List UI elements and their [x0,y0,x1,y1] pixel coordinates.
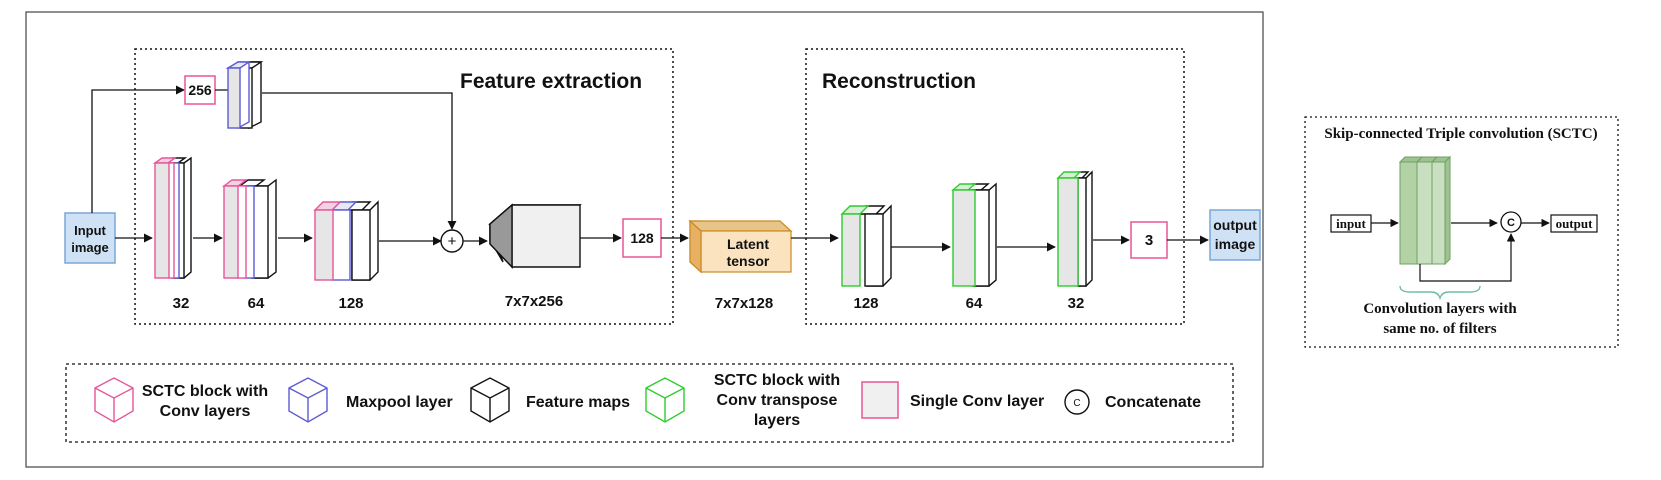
sctc-input-label: input [1336,216,1366,231]
sctc-panel-title: Skip-connected Triple convolution (SCTC) [1324,126,1597,142]
decoder-filter-128: 128 [853,295,878,312]
sctc-output-label: output [1556,216,1594,231]
legend-maxpool-icon [288,377,328,423]
single-conv-256 [184,75,216,105]
legend-concatenate-icon: C [1064,389,1090,415]
feature-block-7x7x256 [488,203,582,269]
input-image-box: Input image [64,212,116,264]
encoder-block-32 [152,156,192,279]
legend-sctc-transpose-icon [645,377,685,423]
decoder-block-128 [840,204,892,287]
input-label-line1: Input [74,223,106,238]
encoder-block-64 [221,178,277,279]
legend-concat-symbol: C [1073,398,1080,409]
latent-dim: 7x7x128 [715,295,773,312]
encoder-filter-32: 32 [173,295,190,312]
single-conv-128 [622,218,662,258]
legend-sctc-conv-line1: SCTC block with [142,383,268,400]
legend-single-conv-icon [861,381,899,419]
legend-concatenate: Concatenate [1105,394,1201,411]
sum-node: + [440,229,464,253]
decoder-block-32 [1056,170,1093,287]
encoder-filter-128: 128 [338,295,363,312]
decoder-filter-64: 64 [966,295,983,312]
sctc-caption-line2: same no. of filters [1383,321,1496,337]
output-image-box: output image [1209,209,1261,261]
latent-tensor: Latent tensor [688,219,793,274]
single-conv-3-label: 3 [1145,232,1153,249]
legend-sctc-conv-line2: Conv layers [160,403,251,420]
sctc-output-box [1550,214,1598,233]
output-label-line2: image [1215,236,1256,252]
decoder-filter-32: 32 [1068,295,1085,312]
single-conv-128-label: 128 [630,230,654,246]
single-conv-256-label: 256 [188,82,212,98]
output-label-line1: output [1213,217,1257,233]
sctc-panel [1304,116,1619,348]
reconstruction-region [805,48,1185,325]
reconstruction-title: Reconstruction [822,70,976,93]
encoder-block-128 [313,200,379,281]
decoder-block-64 [951,182,997,287]
sctc-caption-line1: Convolution layers with [1363,301,1517,317]
legend-single-conv: Single Conv layer [910,393,1044,410]
single-conv-3 [1130,221,1168,259]
outer-frame [25,11,1264,468]
feature-extraction-region [134,48,674,325]
legend-maxpool: Maxpool layer [346,394,453,411]
sctc-concat-node: C [1500,211,1522,233]
legend-feature-maps-icon [470,377,510,423]
sctc-skip-arrow [1419,233,1516,282]
feature-extraction-title: Feature extraction [460,70,642,93]
skip-arrow-to-256 [91,85,185,213]
legend-sctc-transpose-line2: Conv transpose [717,392,838,409]
latent-line2: tensor [727,253,770,269]
sum-symbol: + [448,233,457,250]
sctc-concat-symbol: C [1507,217,1515,229]
skip-arrow-to-sum [262,92,457,230]
sctc-conv-stack [1398,155,1452,266]
legend-sctc-transpose-line3: layers [754,412,800,429]
skip-maxpool-stack [225,61,264,130]
input-label-line2: image [71,240,109,255]
encoder-filter-64: 64 [248,295,265,312]
legend-sctc-conv-icon [94,377,134,423]
feature-block-dim: 7x7x256 [505,293,563,310]
legend-feature-maps: Feature maps [526,394,630,411]
sctc-brace [1399,285,1481,301]
legend-sctc-transpose-line1: SCTC block with [714,372,840,389]
latent-line1: Latent [727,236,769,252]
legend-box [65,363,1234,443]
